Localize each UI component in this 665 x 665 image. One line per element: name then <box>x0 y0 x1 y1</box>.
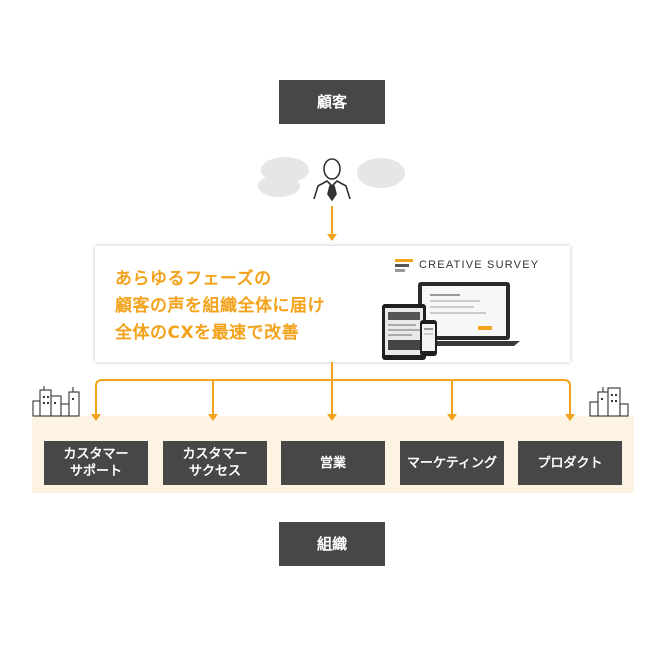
city-buildings-icon <box>32 386 80 417</box>
customer-box: 顧客 <box>279 80 385 124</box>
brand-logo-icon <box>395 259 413 272</box>
department-customer-success: カスタマー サクセス <box>163 441 267 485</box>
department-label: マーケティング <box>407 455 497 471</box>
department-marketing: マーケティング <box>400 441 504 485</box>
speech-bubble-icon <box>258 157 405 197</box>
brand-name: CREATIVE SURVEY <box>419 259 540 271</box>
person-icon <box>313 158 351 201</box>
tagline-line: 顧客の声を組織全体に届け <box>115 296 325 316</box>
tagline-line: 全体のCXを最速で改善 <box>115 323 300 343</box>
department-label: プロダクト <box>537 455 603 471</box>
city-buildings-icon <box>589 387 629 417</box>
customer-label: 顧客 <box>316 92 347 111</box>
device-mockup-icon <box>382 282 520 360</box>
department-label: カスタマー サポート <box>63 447 129 479</box>
brand: CREATIVE SURVEY <box>395 258 539 272</box>
department-label: 営業 <box>319 455 346 471</box>
organization-label: 組織 <box>316 534 347 553</box>
tagline-line: あらゆるフェーズの <box>115 269 272 289</box>
product-card: あらゆるフェーズの 顧客の声を組織全体に届け 全体のCXを最速で改善 CREAT… <box>95 246 570 362</box>
department-label: カスタマー サクセス <box>182 447 248 479</box>
product-tagline: あらゆるフェーズの 顧客の声を組織全体に届け 全体のCXを最速で改善 <box>115 266 325 347</box>
department-customer-support: カスタマー サポート <box>44 441 148 485</box>
organization-box: 組織 <box>279 522 385 566</box>
department-sales: 営業 <box>281 441 385 485</box>
department-product: プロダクト <box>518 441 622 485</box>
